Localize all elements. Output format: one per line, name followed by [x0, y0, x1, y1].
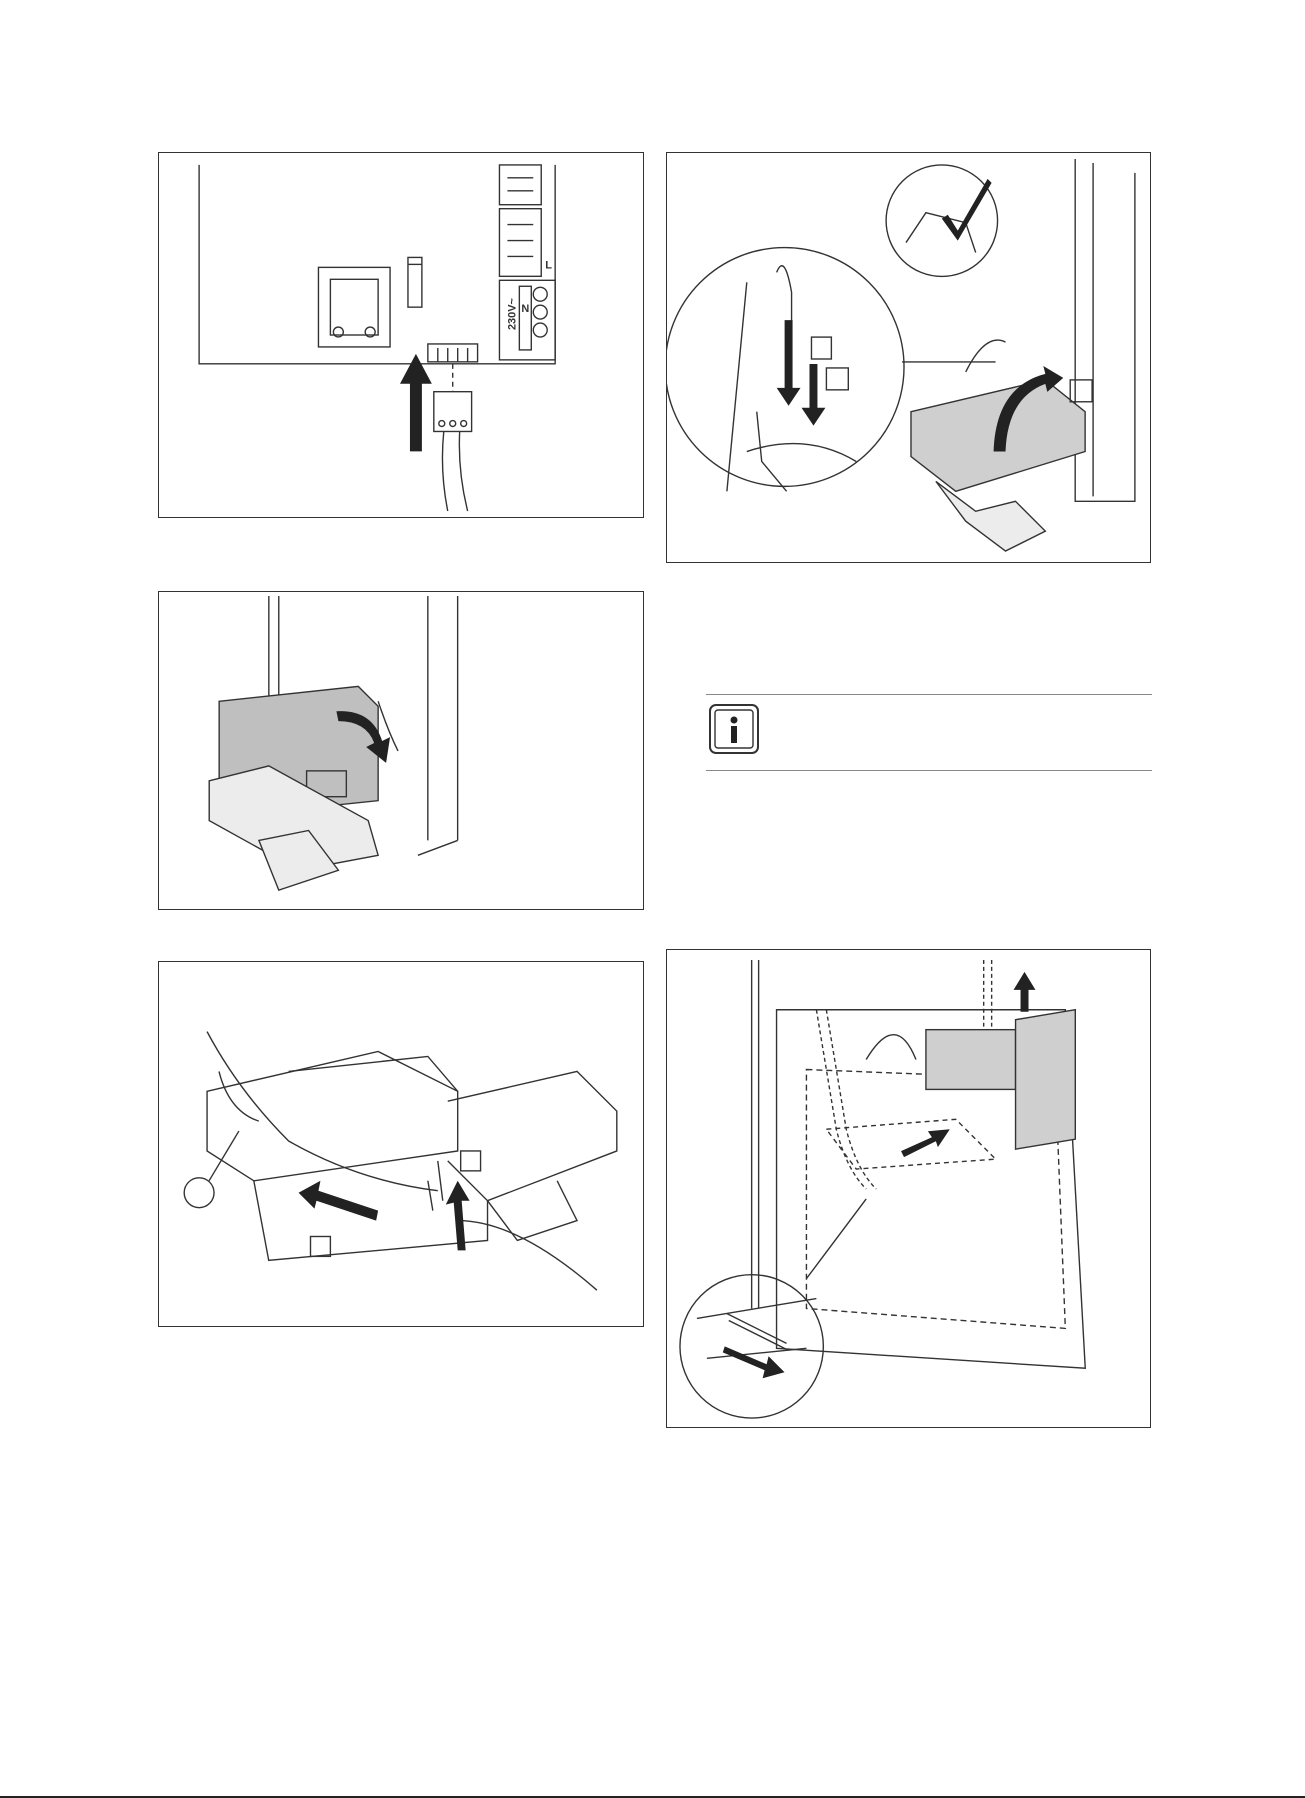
callout-circle-1 — [184, 1178, 214, 1208]
arrow-icon — [777, 320, 801, 406]
arrow-icon — [901, 1129, 950, 1157]
arrow-icon — [299, 1181, 379, 1221]
terminal-connection-drawing: 230V~ L N — [159, 153, 643, 517]
callout-box-2 — [461, 1151, 481, 1171]
arrow-icon — [446, 1181, 470, 1251]
info-note — [706, 694, 1152, 771]
module-fold-down-drawing — [159, 592, 643, 909]
figure-terminal-connection: 230V~ L N — [158, 152, 644, 518]
arrow-icon — [802, 364, 826, 426]
callout-box-1 — [826, 368, 848, 390]
figure-module-fold-down — [158, 591, 644, 910]
arrow-icon — [1014, 972, 1036, 1012]
terminal-pin-n: N — [521, 303, 529, 315]
figure-panel-cable-routing — [666, 949, 1151, 1428]
callout-box-1 — [310, 1236, 330, 1256]
cable-routing-drawing — [159, 962, 643, 1326]
figure-sensor-connection — [666, 152, 1151, 563]
figure-cable-routing — [158, 961, 644, 1327]
info-icon — [708, 703, 760, 755]
callout-box-2 — [1070, 380, 1092, 402]
arrow-icon — [400, 354, 432, 451]
terminal-pin-l: L — [545, 259, 552, 271]
panel-cable-routing-drawing — [667, 950, 1150, 1427]
sensor-connection-drawing — [667, 153, 1150, 562]
terminal-voltage-label: 230V~ — [506, 298, 518, 330]
checkmark-icon — [942, 179, 992, 241]
